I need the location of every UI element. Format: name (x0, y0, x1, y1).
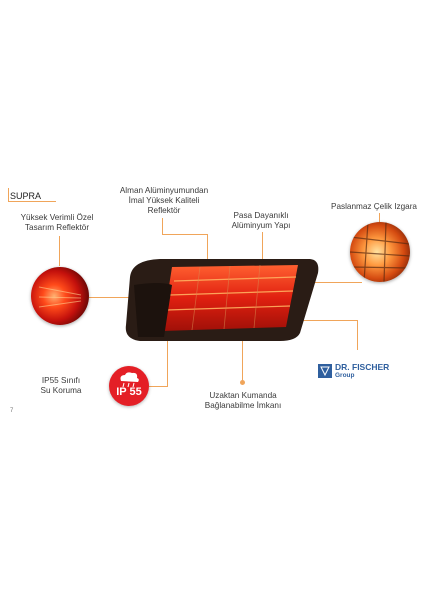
connector-grille (379, 213, 380, 222)
connector-ip55-v (167, 306, 168, 386)
connector-reflector-to-heater (89, 297, 149, 298)
ip55-badge-text: IP 55 (116, 386, 142, 398)
connector-aluminium-v (162, 218, 163, 234)
connector-aluminium-down (207, 234, 208, 278)
page-number: 7 (10, 408, 14, 414)
grille-closeup-image (350, 222, 410, 282)
feature-ip55-label: IP55 Sınıfı Su Koruma (40, 376, 82, 395)
feature-aluminium-label: Alman Alüminyumundan İmal Yüksek Kalitel… (119, 186, 209, 215)
product-name-tag: SUPRA (10, 191, 42, 201)
logo-name: DR. FISCHER (335, 362, 390, 372)
heater-image (120, 255, 325, 345)
logo-group: Group (335, 372, 355, 379)
connector-reflector (59, 236, 60, 266)
connector-ip55-h (149, 386, 168, 387)
connector-grille-to-heater (312, 282, 362, 283)
connector-remote-v (242, 330, 243, 382)
supra-tag-rule-left (8, 188, 9, 202)
ip55-badge: IP 55 (109, 366, 149, 406)
feature-reflector-label: Yüksek Verimli Özel Tasarım Reflektör (20, 213, 94, 232)
feature-remote-label: Uzaktan Kumanda Bağlanabilme İmkanı (204, 391, 282, 410)
dr-fischer-logo-icon (318, 364, 332, 378)
connector-aluminium-h (162, 234, 207, 235)
feature-rust-proof-label: Pasa Dayanıklı Alüminyum Yapı (231, 211, 291, 230)
supra-tag-rule (8, 201, 56, 202)
feature-grille-label: Paslanmaz Çelik Izgara (330, 202, 417, 211)
connector-dot-remote (240, 380, 245, 385)
connector-remote-h (300, 320, 357, 321)
connector-remote-right (357, 320, 358, 350)
connector-rust-proof (262, 232, 263, 276)
reflector-closeup-image (31, 267, 89, 325)
rain-cloud-icon (120, 372, 139, 388)
